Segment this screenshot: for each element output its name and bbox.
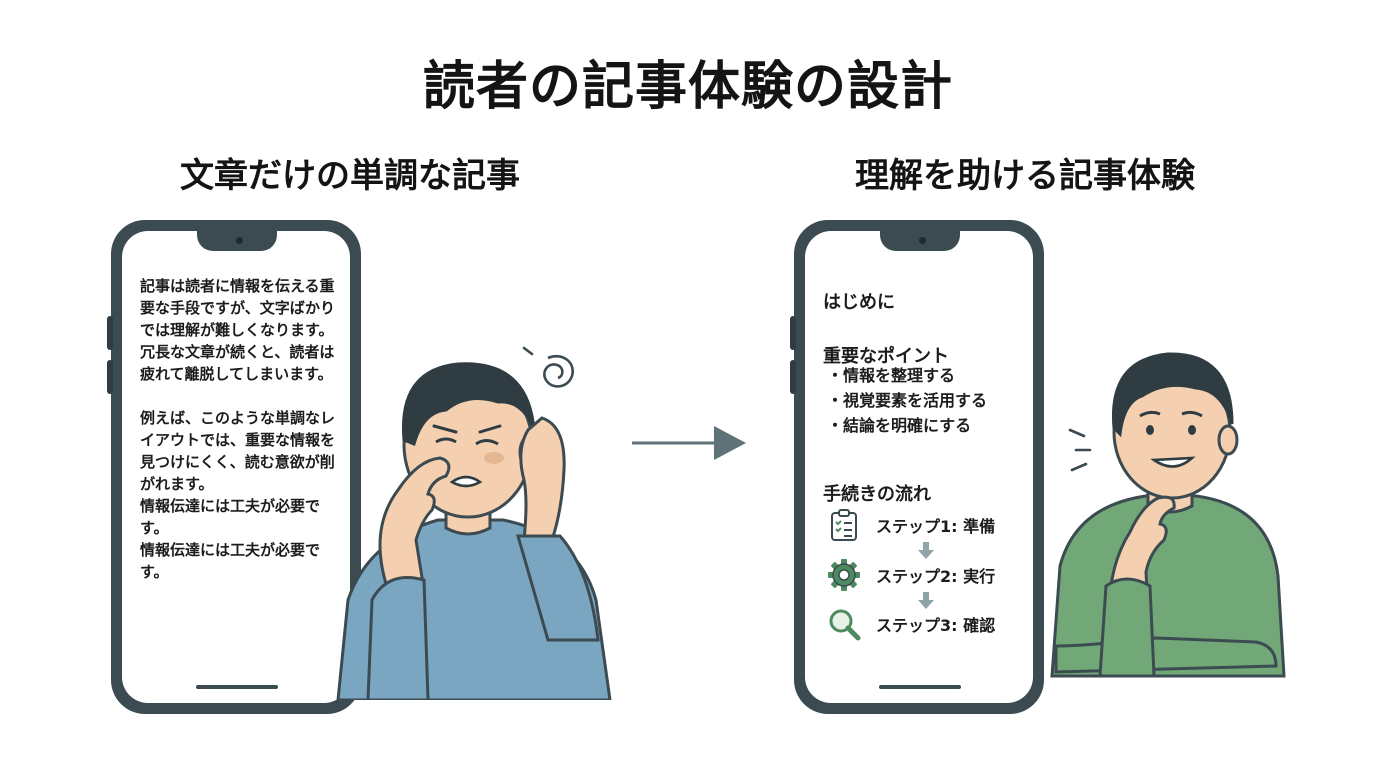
down-arrow-icon (918, 542, 934, 559)
point-item: ・視覚要素を活用する (827, 391, 988, 410)
points-heading: 重要なポイント (823, 346, 949, 367)
left-phone-screen: 記事は読者に情報を伝える重要な手段ですが、文字ばかりでは理解が難しくなります。冗… (122, 231, 350, 703)
hair (401, 362, 536, 447)
step-2: ステップ2: 実行 (827, 558, 995, 592)
home-indicator (196, 685, 278, 689)
confused-reader-illustration (336, 346, 612, 700)
article-paragraph-2: 例えば、このような単調なレイアウトでは、重要な情報を見つけにくく、読む意欲が削が… (140, 409, 336, 581)
down-arrow-icon (918, 592, 934, 609)
left-panel-title: 文章だけの単調な記事 (180, 156, 520, 196)
step-label: ステップ3: 確認 (876, 616, 996, 635)
flow-heading: 手続きの流れ (823, 484, 931, 505)
points-list: ・情報を整理する ・視覚要素を活用する ・結論を明確にする (827, 363, 987, 438)
article-paragraph-1: 記事は読者に情報を伝える重要な手段ですが、文字ばかりでは理解が難しくなります。冗… (140, 277, 336, 383)
right-phone: はじめに 重要なポイント ・情報を整理する ・視覚要素を活用する ・結論を明確に… (790, 220, 1044, 714)
point-item: ・情報を整理する (827, 366, 956, 385)
camera-icon (919, 237, 926, 244)
intro-heading: はじめに (823, 292, 895, 313)
main-title: 読者の記事体験の設計 (422, 57, 953, 117)
home-indicator (879, 685, 961, 689)
monotone-article: 記事は読者に情報を伝える重要な手段ですが、文字ばかりでは理解が難しくなります。冗… (140, 275, 340, 583)
phone-side-button (790, 316, 796, 350)
grimace-mouth (449, 475, 483, 488)
phone-notch (880, 231, 960, 251)
left-hand (378, 456, 451, 592)
phone-side-button (107, 360, 113, 394)
left-phone: 記事は読者に情報を伝える重要な手段ですが、文字ばかりでは理解が難しくなります。冗… (107, 220, 361, 714)
right-panel-title: 理解を助ける記事体験 (855, 156, 1195, 196)
right-hand (519, 416, 566, 542)
step-1: ステップ1: 準備 (827, 508, 995, 542)
magnifier-icon (827, 607, 861, 641)
satisfied-reader-illustration (1050, 352, 1286, 678)
gear-icon (827, 558, 861, 592)
step-3: ステップ3: 確認 (827, 607, 995, 641)
phone-side-button (790, 360, 796, 394)
dizzy-swirl-icon (543, 355, 574, 388)
step-label: ステップ2: 実行 (876, 567, 996, 586)
phone-notch (197, 231, 277, 251)
step-label: ステップ1: 準備 (876, 517, 996, 536)
clipboard-checklist-icon (827, 508, 861, 542)
camera-icon (236, 237, 243, 244)
transition-arrow-icon (632, 426, 746, 460)
hair (1111, 352, 1234, 438)
point-item: ・結論を明確にする (827, 416, 972, 435)
phone-side-button (107, 316, 113, 350)
smile-mouth (1150, 456, 1196, 468)
right-phone-screen: はじめに 重要なポイント ・情報を整理する ・視覚要素を活用する ・結論を明確に… (805, 231, 1033, 703)
